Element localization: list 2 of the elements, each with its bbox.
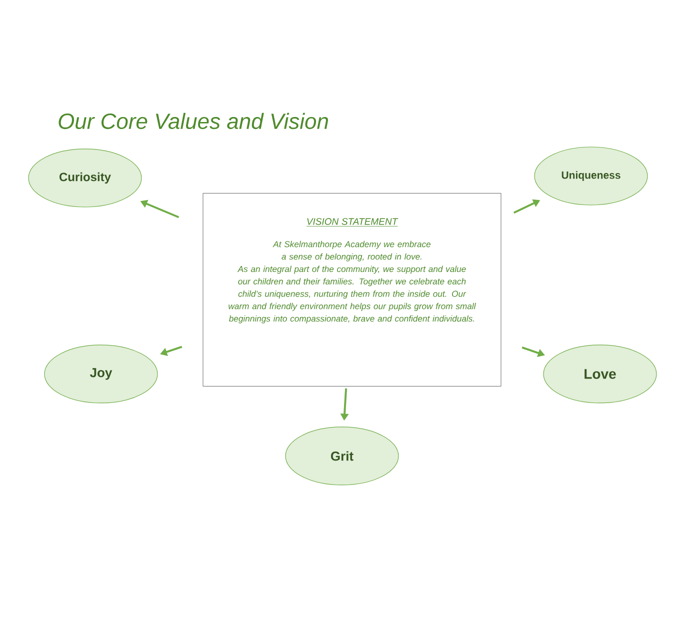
vision-statement-box: VISION STATEMENT At Skelmanthorpe Academy we embrace a sense of belonging, rooted in love. As an integral part of the community, we support and value our children and their families. Together we celebrate each child’s uniqueness, nurturing them from the inside out. Our warm and friendly environment helps our pupils grow from small beginnings into compassionate, brave and confident individuals.: [202, 193, 502, 386]
title: Our Core Values and Vision: [58, 112, 328, 130]
